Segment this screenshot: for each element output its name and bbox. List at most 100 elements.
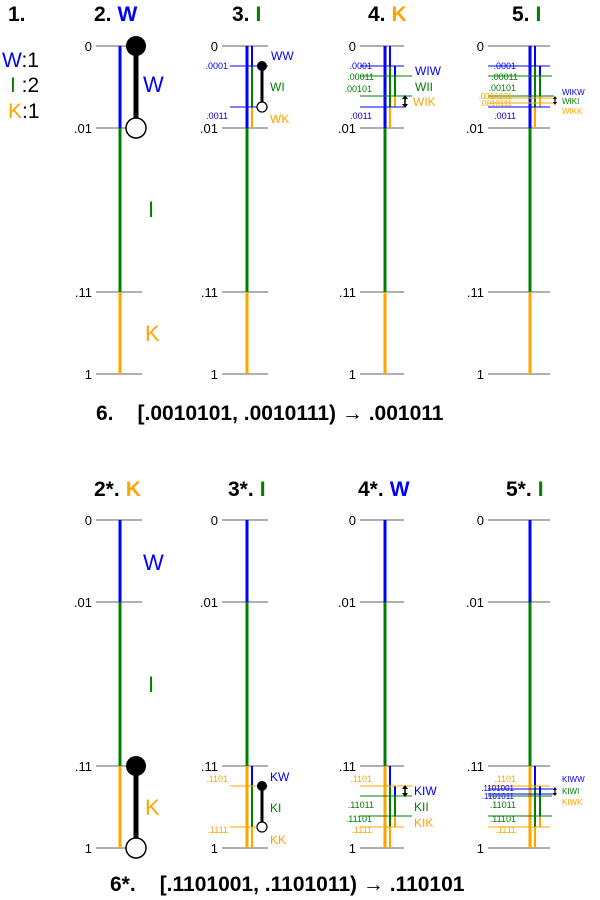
legend-w-count: 1 <box>27 49 39 72</box>
sub-tick-label: .0011 <box>350 111 372 121</box>
tick-label-01: .01 <box>74 121 92 136</box>
sub-tick-label: .11101 <box>490 814 516 824</box>
legend: 1. W:1 I :2 K:1 <box>2 3 40 123</box>
panel-3star-num: 3*. <box>228 478 254 501</box>
panel-2star-num: 2*. <box>94 478 120 501</box>
tick-label-01: .01 <box>466 121 484 136</box>
sub-tick-label: .1101 <box>206 774 228 784</box>
selection-start-dot <box>257 781 267 791</box>
panel-4-num: 4. <box>368 3 386 26</box>
segment-label-wikw: WIKW <box>562 88 585 97</box>
segment-label-ww: WW <box>271 49 294 63</box>
legend-i-sep: : <box>16 74 28 97</box>
selection-end-dot <box>256 821 268 833</box>
segment-label-i: I <box>148 197 154 222</box>
sub-tick-label: .1111 <box>495 825 516 835</box>
sub-tick-label: .0010101 <box>479 92 513 101</box>
selection-arrow-up <box>553 787 557 790</box>
tick-label-11: .11 <box>467 285 484 300</box>
selection-end-dot <box>125 837 147 859</box>
panel-3star-letter: I <box>260 478 266 501</box>
panel-5star-letter: I <box>538 478 544 501</box>
panel-4-header: 4.K <box>368 3 407 26</box>
sub-tick-label: .1101 <box>494 774 516 784</box>
panel-5star: 0 .01 .11 1 .1101 .1101001 .1101011 .110… <box>466 513 585 856</box>
selection-arrow-up <box>553 96 557 99</box>
selection-arrow-up <box>402 785 408 789</box>
segment-label-w: W <box>143 550 164 575</box>
legend-k-sep: : <box>22 100 28 123</box>
segment-label-wi: WI <box>270 80 285 94</box>
panel-2star-header: 2*.K <box>94 478 141 501</box>
sub-tick-label: .1101 <box>350 774 372 784</box>
tick-label-11: .11 <box>339 759 356 774</box>
tick-label-01: .01 <box>200 121 218 136</box>
legend-entry-w: W:1 <box>2 49 39 72</box>
panel-4star-header: 4*. W <box>358 478 410 501</box>
legend-k-count: 1 <box>28 100 40 123</box>
tick-label-11: .11 <box>339 285 356 300</box>
segment-label-kk: KK <box>270 833 286 847</box>
segment-label-w: W <box>143 72 164 97</box>
panel-5: 0 .01 .11 1 .0001 .00011 .00101 .0010101… <box>466 39 585 382</box>
segment-label-wiw: WIW <box>415 64 442 78</box>
panel-5-header: 5.I <box>512 3 541 26</box>
panel-2star: 0 .01 .11 1 W I K <box>74 513 164 859</box>
selection-end-dot <box>256 101 268 113</box>
segment-label-wik: WIK <box>413 95 436 109</box>
segment-label-k: K <box>145 795 160 820</box>
tick-label-11: .11 <box>201 285 218 300</box>
tick-label-1: 1 <box>349 841 356 856</box>
result-num-bottom: 6*. <box>110 873 136 896</box>
selection-arrow-down <box>553 102 557 105</box>
sub-tick-label: .0001 <box>205 61 228 71</box>
panel-4star-letter: W <box>390 478 410 501</box>
sub-tick-label: .1111 <box>207 825 228 835</box>
panel-4star-num: 4*. <box>358 478 384 501</box>
panel-4star: 0 .01 .11 1 .1101 .11011 .11101 .1111 KI… <box>338 513 437 856</box>
tick-label-0: 0 <box>477 513 484 528</box>
sub-tick-label: .0011 <box>494 111 516 121</box>
tick-label-11: .11 <box>201 759 218 774</box>
panel-3star: 0 .01 .11 1 .1101 .1111 KW KI KK <box>200 513 290 856</box>
panel-2-letter: W <box>118 3 138 26</box>
segment-label-kiwi: KIWI <box>562 787 579 796</box>
panel-4: 0 .01 .11 1 .0001 .00011 .00101 .0011 WI… <box>338 39 442 382</box>
legend-i-count: 2 <box>28 74 40 97</box>
legend-title: 1. <box>8 3 26 26</box>
legend-entry-i: I :2 <box>10 74 39 97</box>
result-text-top: [.0010101, .0010111) → .001011 <box>138 402 444 425</box>
segment-label-ki: KI <box>270 801 281 815</box>
tick-label-11: .11 <box>75 285 92 300</box>
tick-label-01: .01 <box>200 595 218 610</box>
result-line-bottom: 6*. [.1101001, .1101011) → .110101 <box>110 873 465 896</box>
legend-k-symbol: K <box>8 100 22 123</box>
tick-label-01: .01 <box>466 595 484 610</box>
result-text-bottom: [.1101001, .1101011) → .110101 <box>160 873 465 896</box>
selection-arrow-down <box>553 793 557 796</box>
selection-arrow-up <box>402 95 408 99</box>
tick-label-1: 1 <box>85 841 92 856</box>
panel-2-num: 2. <box>94 3 112 26</box>
sub-tick-label: .0010111 <box>480 99 513 108</box>
tick-label-11: .11 <box>75 759 92 774</box>
segment-label-kiwk: KIWK <box>562 798 583 807</box>
legend-w-symbol: W <box>2 49 22 72</box>
tick-label-11: .11 <box>467 759 484 774</box>
segment-label-wiki: WIKI <box>562 97 579 106</box>
tick-label-01: .01 <box>338 121 356 136</box>
sub-tick-label: .00101 <box>344 84 372 94</box>
result-num-top: 6. <box>96 402 114 425</box>
segment-label-k: K <box>145 321 160 346</box>
sub-tick-label: .1101001 <box>481 784 514 793</box>
panel-2: 0 .01 .11 1 W I K <box>74 36 164 382</box>
tick-label-1: 1 <box>85 367 92 382</box>
tick-label-1: 1 <box>477 841 484 856</box>
selection-start-dot <box>257 61 267 71</box>
sub-tick-label: .1111 <box>351 825 372 835</box>
panel-5-num: 5. <box>512 3 530 26</box>
tick-label-0: 0 <box>211 39 218 54</box>
selection-start-dot <box>126 36 146 56</box>
sub-tick-label: .0001 <box>349 61 372 71</box>
